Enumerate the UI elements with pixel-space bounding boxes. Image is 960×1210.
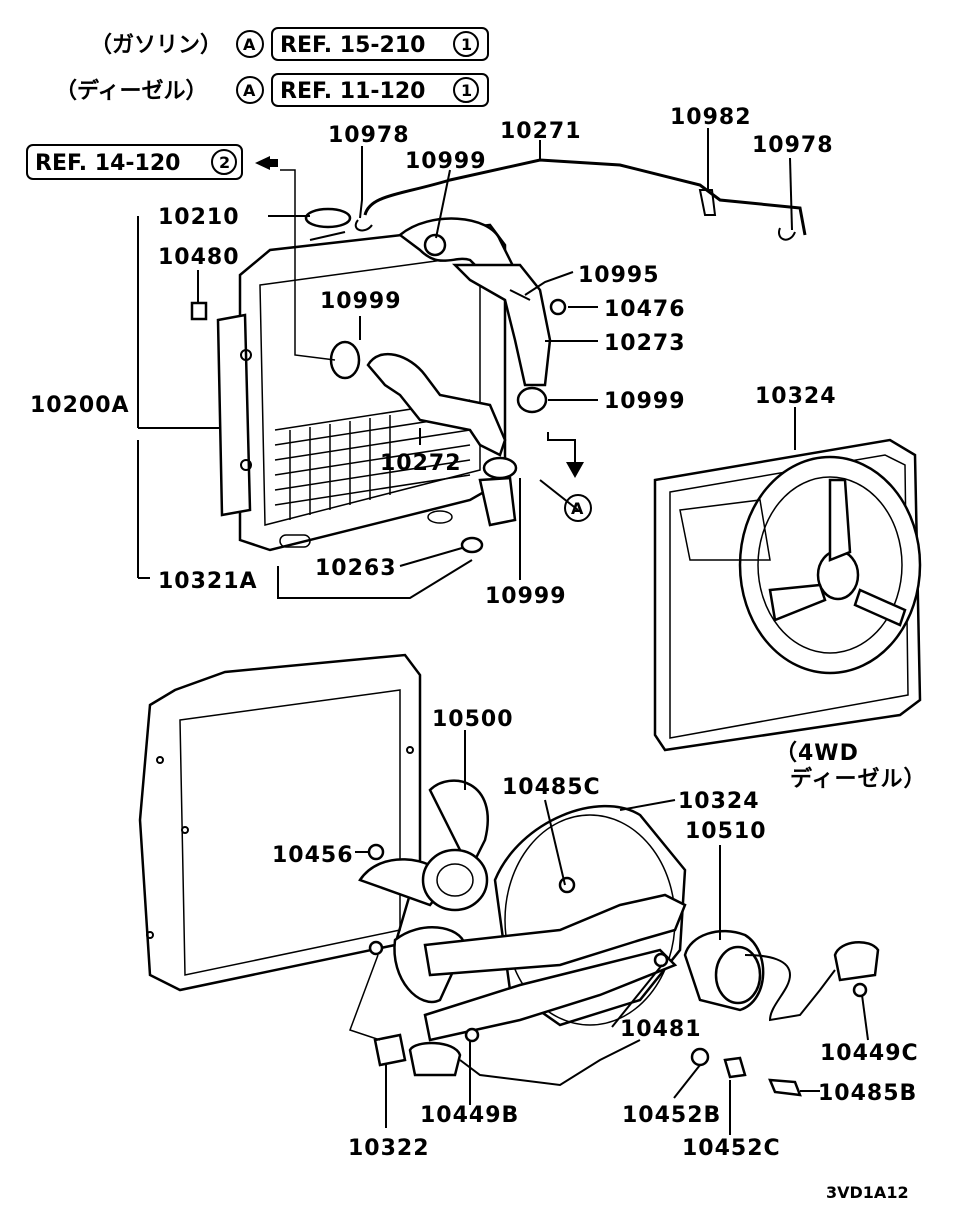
part-label-10449C[interactable]: 10449C [820,1041,919,1066]
part-label-10452C[interactable]: 10452C [682,1136,781,1161]
engine-diesel-label: （ディーゼル） [55,78,207,104]
part-label-10210[interactable]: 10210 [158,205,240,230]
part-label-10500[interactable]: 10500 [432,707,514,732]
part-label-10481[interactable]: 10481 [620,1017,702,1042]
part-label-10324[interactable]: 10324 [755,384,837,409]
part-label-10978-b[interactable]: 10978 [752,133,834,158]
ref-diesel-text[interactable]: REF. 11-120 [280,79,425,104]
ref-box[interactable] [26,144,243,180]
part-label-10324-b[interactable]: 10324 [678,789,760,814]
part-label-10999[interactable]: 10999 [405,149,487,174]
radiator-fan-assembly-drawing [138,653,880,1097]
ref-circle-a-icon [236,30,264,58]
engine-gasoline-label: （ガソリン） [90,33,222,58]
part-label-10272[interactable]: 10272 [380,451,462,476]
part-label-10271[interactable]: 10271 [500,119,582,144]
ref-num-text: 2 [219,153,230,172]
part-label-10999-c[interactable]: 10999 [604,389,686,414]
part-label-10995[interactable]: 10995 [578,263,660,288]
part-label-10476[interactable]: 10476 [604,297,686,322]
header-ref-gasoline: （ガソリン） A REF. 15-210 1 [90,27,489,61]
fan-shroud-4wd-drawing [653,438,922,752]
ref-num-circle-icon [453,77,479,103]
part-label-10999-b[interactable]: 10999 [320,289,402,314]
diagram-code: 3VD1A12 [826,1183,909,1202]
part-label-10200A[interactable]: 10200A [30,393,130,418]
part-label-10982[interactable]: 10982 [670,105,752,130]
ref-num-text: 1 [461,81,472,100]
arrow-left-shaft [268,159,278,167]
note-4wd-line1: （4WD [775,741,859,766]
ref-num-text: 1 [461,35,472,54]
header-ref-hose: REF. 14-120 2 [26,144,278,180]
ref-circle-a-icon [236,76,264,104]
part-label-10485C[interactable]: 10485C [502,775,601,800]
note-4wd-line2: ディーゼル） [790,766,926,792]
arrow-down-icon [566,462,584,478]
part-label-10978[interactable]: 10978 [328,123,410,148]
leader-lines [137,128,869,1135]
ref-hose-text[interactable]: REF. 14-120 [35,151,180,176]
part-label-10263[interactable]: 10263 [315,556,397,581]
circle-a-text: A [243,35,256,54]
part-label-10456[interactable]: 10456 [272,843,354,868]
part-label-10510[interactable]: 10510 [685,819,767,844]
part-label-10273[interactable]: 10273 [604,331,686,356]
part-label-10999-d[interactable]: 10999 [485,584,567,609]
ref-num-circle-icon [453,31,479,57]
arrow-left-icon [255,156,270,170]
callout-a-circle-icon [564,494,592,522]
part-label-10452B[interactable]: 10452B [622,1103,721,1128]
ref-box[interactable] [271,27,489,61]
header-ref-diesel: （ディーゼル） A REF. 11-120 1 [55,73,489,107]
ref-box[interactable] [271,73,489,107]
circle-a-text: A [243,81,256,100]
part-label-10485B[interactable]: 10485B [818,1081,917,1106]
part-label-10480[interactable]: 10480 [158,245,240,270]
part-label-10321A[interactable]: 10321A [158,569,258,594]
ref-gasoline-text[interactable]: REF. 15-210 [280,33,425,58]
part-labels: 10978 10271 10982 10978 10999 10210 1048… [30,105,926,1202]
ref-num-circle-icon [211,149,237,175]
part-label-10449B[interactable]: 10449B [420,1103,519,1128]
part-label-10322[interactable]: 10322 [348,1136,430,1161]
callout-a-text: A [571,499,584,518]
